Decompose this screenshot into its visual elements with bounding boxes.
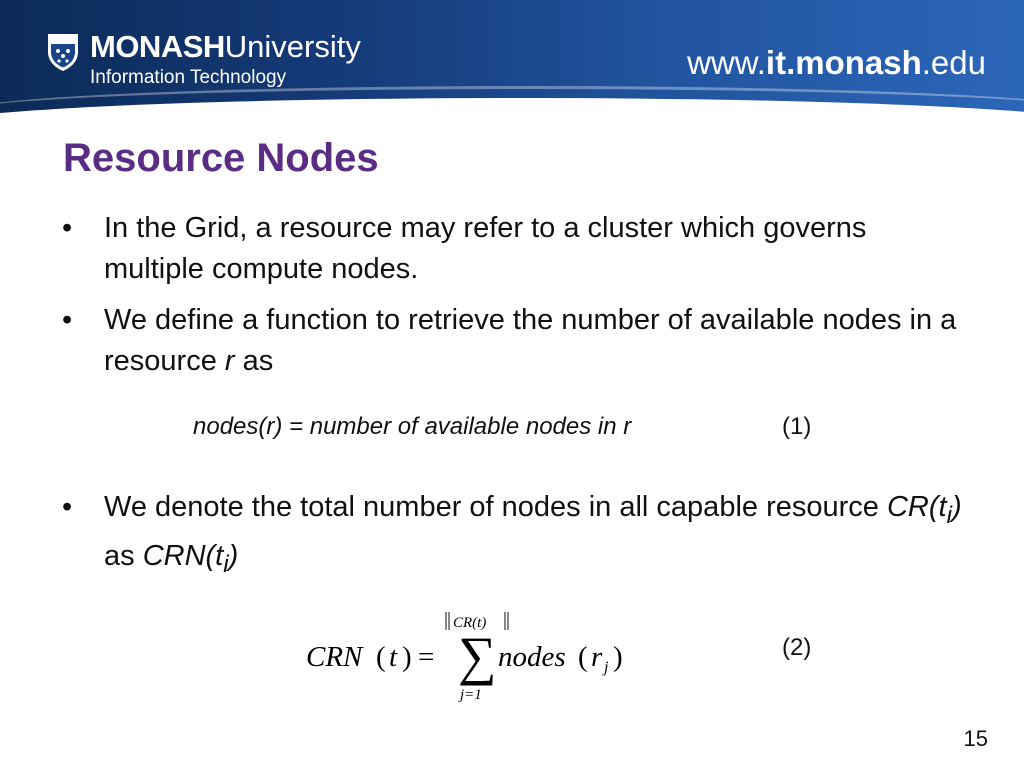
formula-rparen: ) — [402, 641, 412, 673]
bullet-item-define-function: • We define a function to retrieve the n… — [62, 300, 962, 382]
bullet-text: We denote the total number of nodes in a… — [104, 491, 887, 523]
formula-func: nodes — [498, 641, 566, 673]
formula-crn-sum: CRN ( t ) = CR(t) ∑ j=1 nodes ( r j ) — [306, 612, 623, 703]
cr-text: CR(t — [886, 491, 947, 523]
website-url: www.it.monash.edu — [687, 44, 986, 82]
brand-strong: MONASH — [90, 29, 225, 64]
monash-crest-icon — [48, 34, 78, 71]
bullet-list-bottom: • We denote the total number of nodes in… — [62, 487, 962, 595]
brand-light: University — [224, 29, 361, 64]
formula-arg-rparen: ) — [613, 641, 623, 673]
website-prefix: www. — [687, 44, 766, 81]
bullet-list-top: • In the Grid, a resource may refer to a… — [62, 208, 962, 392]
sum-lower-limit: j=1 — [458, 687, 482, 703]
formula-equals: = — [418, 641, 434, 673]
bullet-text: We define a function to retrieve the num… — [104, 304, 957, 377]
bullet-text: In the Grid, a resource may refer to a c… — [104, 212, 867, 285]
formula-nodes: nodes(r) = number of available nodes in … — [193, 413, 632, 440]
crn-close: ) — [228, 539, 239, 572]
brand-name: MONASHUniversity — [90, 30, 361, 64]
bullet-dot: • — [62, 212, 73, 244]
variable-r: r — [224, 345, 235, 377]
bullet-dot: • — [62, 491, 73, 523]
sum-upper-limit: CR(t) — [453, 615, 486, 631]
formula-lparen: ( — [376, 641, 386, 673]
bullet-item-denote-total: • We denote the total number of nodes in… — [62, 487, 962, 585]
sum-symbol: ∑ — [458, 626, 497, 686]
cr-close: ) — [951, 491, 962, 523]
formula-t: t — [389, 641, 398, 673]
formula-arg-r: r — [591, 641, 603, 673]
crn-expression: CRN(ti) — [142, 539, 239, 578]
page-number: 15 — [963, 726, 988, 751]
crn-subscript: i — [223, 550, 229, 578]
website-domain: it.monash — [765, 44, 922, 81]
formula-arg-sub: j — [602, 659, 609, 676]
cr-subscript: i — [946, 501, 952, 529]
brand-logo: MONASHUniversity Information Technology — [90, 30, 361, 89]
bullet-item-grid-resource: • In the Grid, a resource may refer to a… — [62, 208, 962, 290]
header-curve — [0, 98, 1024, 128]
bullet-text-tail: as — [234, 345, 274, 377]
cr-expression: CR(ti) — [886, 491, 962, 529]
crn-text: CRN(t — [142, 539, 224, 572]
formula-lhs: CRN — [306, 641, 364, 673]
header-swoosh — [0, 86, 1024, 128]
slide-title: Resource Nodes — [63, 136, 379, 180]
equation-number-2: (2) — [782, 634, 812, 661]
as-word: as — [104, 539, 143, 572]
formula-arg-lparen: ( — [578, 641, 588, 673]
bullet-dot: • — [62, 304, 73, 336]
website-suffix: .edu — [921, 44, 986, 81]
faculty-name: Information Technology — [90, 67, 287, 88]
equation-number-1: (1) — [782, 413, 812, 440]
header-banner: MONASHUniversity Information Technology … — [0, 0, 1024, 128]
